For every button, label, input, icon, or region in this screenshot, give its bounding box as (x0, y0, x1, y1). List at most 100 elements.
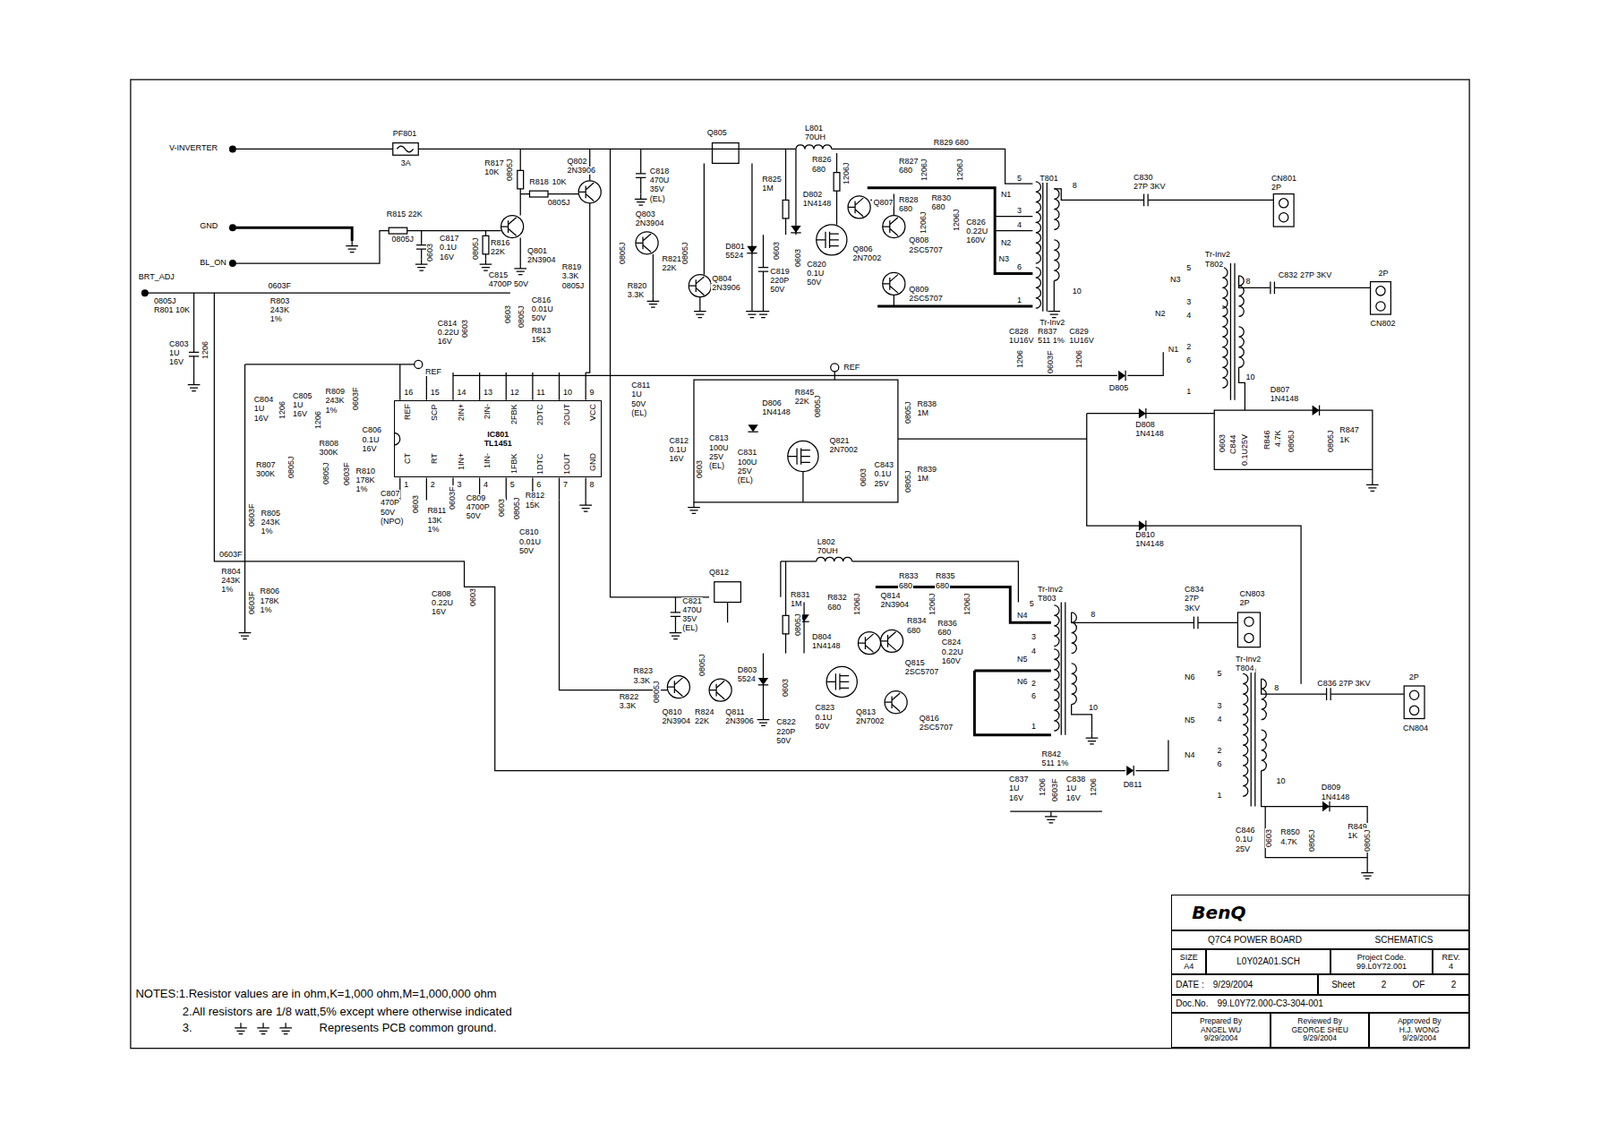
cell-text: 9/29/2004 (1402, 1034, 1437, 1044)
schematic-label: 1206 (1038, 777, 1047, 797)
schematic-label: 1 (1016, 296, 1023, 305)
schematic-label: 1206J (919, 210, 928, 235)
schematic-label: Q812 (708, 568, 730, 577)
schematic-label: 0603F (1051, 778, 1060, 804)
schematic-label: C811 (630, 381, 651, 390)
schematic-label: C813 (708, 434, 730, 443)
schematic-label: 15K (524, 501, 541, 510)
schematic-label: 1U (630, 390, 643, 399)
schematic-label: 2N7002 (828, 445, 859, 454)
schematic-label: R809 (324, 387, 346, 396)
schematic-label: C809 (465, 494, 488, 503)
schematic-label: 4 (1185, 311, 1192, 320)
schematic-label: 1206J (842, 162, 851, 187)
schematic-label: 2N7002 (852, 254, 883, 263)
schematic-label: Tr-Inv2 (1204, 250, 1232, 259)
schematic-label: 2 (1030, 679, 1037, 688)
schematic-label: 1M (915, 409, 930, 418)
schematic-label: 0.1U (438, 243, 458, 252)
schematic-label: (NPO) (379, 517, 405, 526)
schematic-label: R810 (355, 467, 377, 476)
schematic-label: C807 (379, 489, 402, 498)
schematic-label: 0805J (1287, 428, 1296, 454)
schematic-label: R823 (633, 667, 655, 676)
cell-text: Q7C4 POWER BOARD (1207, 934, 1302, 946)
schematic-label: Q815 (904, 658, 926, 668)
schematic-label: 1U16V (1068, 336, 1096, 345)
schematic-label: R831 (789, 590, 812, 599)
schematic-label: 0.01U (530, 305, 555, 314)
schematic-label: VCC (589, 402, 598, 422)
schematic-label: (EL) (708, 462, 726, 471)
schematic-label: 2N3904 (661, 717, 693, 726)
schematic-label: 2N7002 (855, 717, 886, 726)
schematic-label: 243K (324, 396, 345, 405)
schematic-label: D807 (1269, 385, 1292, 394)
schematic-label: 0603 (469, 587, 478, 608)
schematic-label: 1206J (853, 591, 862, 617)
schematic-label: (EL) (630, 409, 648, 418)
schematic-label: N6 (1016, 677, 1029, 686)
schematic-label: 0805J (618, 240, 627, 266)
schematic-label: 9 (589, 388, 596, 397)
schematic-label: 1206 (1089, 777, 1098, 797)
schematic-label: 2OUT (563, 402, 572, 427)
schematic-label: 25V (1234, 845, 1251, 854)
schematic-label: Q810 (661, 708, 684, 717)
schematic-label: 0805J (390, 235, 415, 244)
schematic-label: 1N4148 (1134, 429, 1165, 438)
schematic-label: R830 (930, 194, 952, 203)
schematic-label: 5 (1215, 669, 1223, 678)
schematic-label: 5 (1016, 174, 1023, 183)
schematic-label: 1 (1215, 791, 1223, 800)
schematic-label: 0805J (904, 400, 913, 425)
cell-text: A4 (1183, 961, 1194, 971)
schematic-label: 0603F (351, 385, 360, 411)
schematic-label: R804 (220, 567, 242, 576)
schematic-label: D808 (1134, 420, 1156, 429)
schematic-label: N4 (1183, 751, 1197, 760)
schematic-label: SCP (430, 403, 439, 423)
title-block-cell: Project Code.99.L0Y72.001 (1330, 949, 1433, 975)
schematic-label: 10 (1087, 703, 1099, 712)
schematic-label: 1% (260, 527, 274, 536)
schematic-label: D806 (761, 399, 783, 408)
schematic-label: 50V (530, 314, 548, 323)
schematic-label: R815 22K (385, 210, 424, 219)
schematic-label: 680 (811, 165, 827, 174)
schematic-label: C808 (430, 590, 453, 599)
schematic-label: 2P (1377, 269, 1390, 278)
schematic-label: 5 (509, 480, 516, 489)
cell-text: SCHEMATICS (1375, 934, 1434, 946)
cell-text: TL1451 (484, 438, 513, 448)
schematic-label: 1DTC (536, 452, 545, 476)
title-block-cell: SIZEA4 (1171, 949, 1207, 975)
schematic-label: 1U (168, 349, 181, 358)
schematic-label: 0805J (513, 496, 522, 521)
cell-text: IC801 (487, 429, 509, 439)
schematic-label: 1IN- (483, 452, 492, 470)
schematic-label: 2P (1408, 673, 1421, 682)
schematic-label: 25V (873, 479, 890, 488)
schematic-label: 2IN- (483, 402, 492, 420)
schematic-label: Q801 (526, 247, 548, 256)
schematic-label: R846 (1263, 428, 1272, 451)
title-block-cell: L0Y02A01.SCH (1206, 949, 1331, 975)
cell-text: 9/29/2004 (1302, 1034, 1337, 1044)
schematic-label: 16V (438, 253, 455, 262)
schematic-label: C823 (813, 703, 836, 712)
schematic-label: 220P (775, 727, 796, 736)
schematic-label: R836 (936, 619, 959, 628)
schematic-label: 1N4148 (802, 199, 833, 208)
schematic-label: 1% (269, 315, 283, 324)
schematic-label: 3A (400, 159, 412, 168)
schematic-label: R834 (906, 616, 928, 625)
schematic-label: 0805J (471, 237, 480, 262)
cell-text: ANGEL WU (1200, 1026, 1241, 1036)
title-block-cell: Approved ByH.J. WONG9/29/2004 (1368, 1012, 1470, 1049)
cell-text: BenQ (1191, 902, 1246, 924)
schematic-label: 1M (915, 474, 930, 483)
schematic-label: C837 (1008, 775, 1030, 784)
schematic-label: 27P (1183, 594, 1200, 603)
schematic-label: C816 (530, 296, 553, 305)
